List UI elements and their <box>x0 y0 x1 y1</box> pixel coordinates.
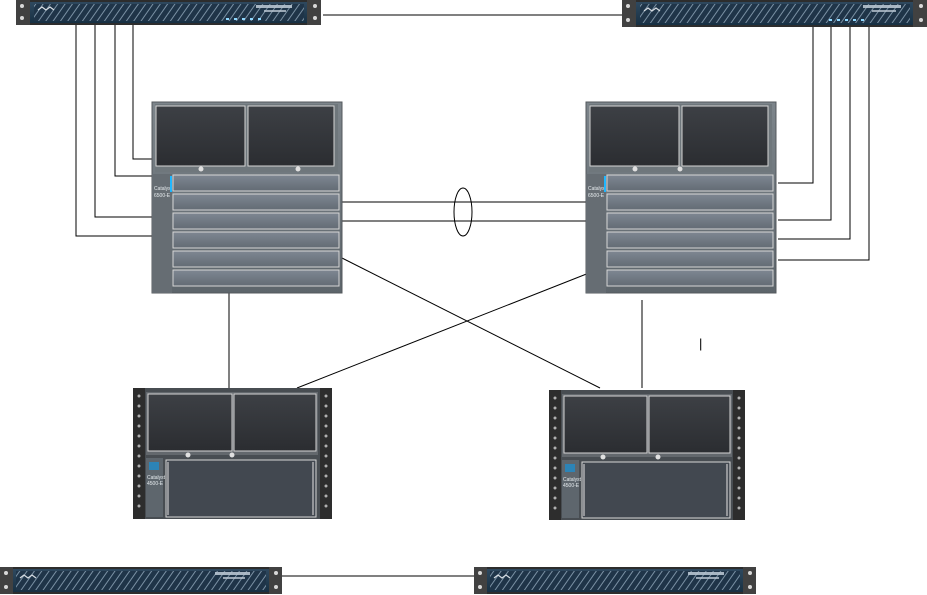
top-left-link-4 <box>132 25 154 160</box>
left-core-chassis-model-line-2: 6500-E <box>154 193 171 199</box>
top-left-link-3 <box>114 25 154 177</box>
stray-vertical-marker: | <box>699 336 702 351</box>
top-left-rack-unit <box>16 0 321 25</box>
right-core-chassis: Catalyst 6500-E <box>585 101 777 294</box>
top-left-link-1 <box>75 23 154 237</box>
top-right-rack-unit <box>622 0 927 27</box>
left-core-chassis-model-line-1: Catalyst <box>154 186 173 192</box>
right-core-chassis-model-line-2: 6500-E <box>588 193 605 199</box>
bottom-left-rack-unit <box>0 567 282 594</box>
left-access-chassis-model-line-1: Catalyst <box>147 475 166 481</box>
left-access-chassis-model-line-2: 4500-E <box>147 481 164 487</box>
top-right-link-3 <box>778 27 851 240</box>
left-core-chassis: Catalyst 6500-E <box>151 101 343 294</box>
left-core-to-right-access <box>339 256 601 389</box>
right-core-to-left-access <box>296 272 590 389</box>
top-right-link-2 <box>778 27 832 221</box>
connections <box>75 14 870 577</box>
top-right-link-4 <box>778 27 870 261</box>
right-access-chassis-model-line-1: Catalyst <box>563 477 582 483</box>
right-access-chassis-model-line-2: 4500-E <box>563 483 580 489</box>
right-core-chassis-model-line-1: Catalyst <box>588 186 607 192</box>
top-left-link-2 <box>94 23 154 218</box>
top-right-link-1 <box>778 27 814 184</box>
port-channel-ellipse <box>453 187 473 237</box>
left-access-chassis: Catalyst 4500-E <box>133 388 332 519</box>
bottom-right-rack-unit <box>474 567 756 594</box>
right-access-chassis: Catalyst 4500-E <box>549 390 745 520</box>
